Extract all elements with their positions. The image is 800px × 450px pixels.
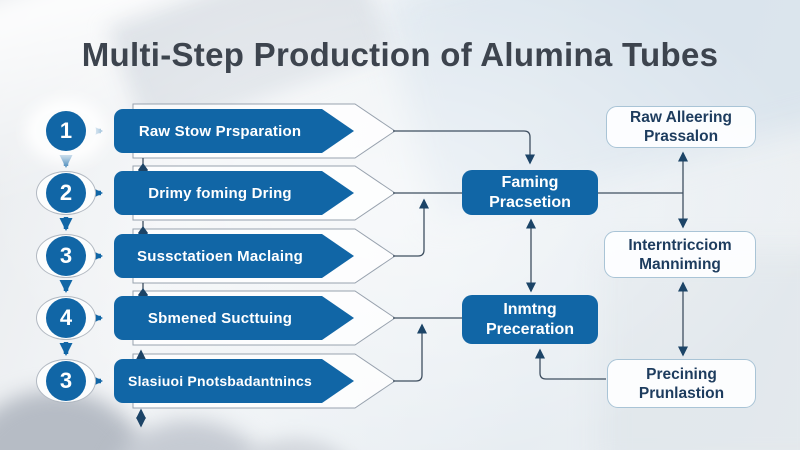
process-box-line2: Pracsetion <box>489 193 571 211</box>
step-number: 1 <box>46 111 86 151</box>
side-box-raw-alleering: Raw Alleering Prassalon <box>606 106 756 148</box>
step-banner-1: Raw Stow Prsparation <box>114 109 354 153</box>
process-box-faming: Faming Pracsetion <box>462 170 598 215</box>
side-box-line1: Precining <box>646 365 717 383</box>
side-box-precining: Precining Prunlastion <box>607 359 756 408</box>
step-banner-3: Sussctatioen Maclaing <box>114 234 354 278</box>
side-box-line1: Interntricciom <box>628 236 732 254</box>
side-box-line2: Prassalon <box>643 128 719 145</box>
step-number: 2 <box>46 173 86 213</box>
process-box-line1: Faming <box>501 173 559 191</box>
process-box-line1: Inmtng <box>503 300 557 318</box>
process-box-inmtng: Inmtng Preceration <box>462 295 598 344</box>
step-banner-4: Sbmened Sucttuing <box>114 296 354 340</box>
side-box-line2: Manniming <box>639 255 721 273</box>
side-box-line2: Prunlastion <box>638 384 725 402</box>
page-title: Multi-Step Production of Alumina Tubes <box>81 36 719 73</box>
step-number: 3 <box>46 361 86 401</box>
step-number: 4 <box>46 298 86 338</box>
side-box-line1: Raw Alleering <box>630 109 732 126</box>
step-number: 3 <box>46 236 86 276</box>
step-banner-5: Slasiuoi Pnotsbadantnincs <box>114 359 354 403</box>
step-banner-2: Drimy foming Dring <box>114 171 354 215</box>
process-box-line2: Preceration <box>485 320 575 338</box>
side-box-interntricciom: Interntricciom Manniming <box>604 231 756 278</box>
